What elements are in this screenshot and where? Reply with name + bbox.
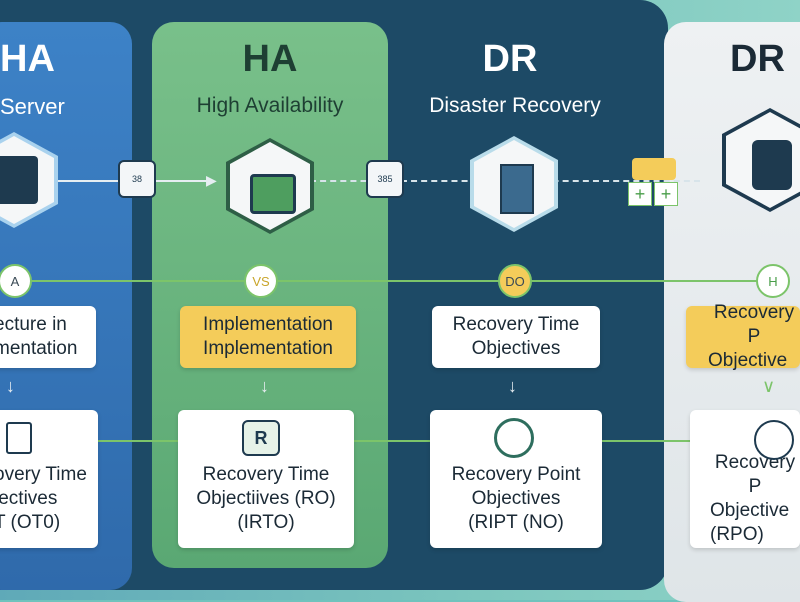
card-line: Objective [708, 350, 788, 371]
col1-top-card: ecture in mentation [0, 306, 96, 368]
col2-subtitle: High Availability [196, 94, 344, 117]
card-line: ecture in [0, 314, 67, 335]
card-line: T (OT0) [0, 512, 61, 533]
connector-label: 38 [131, 174, 142, 184]
folder-plus-icon: + + [628, 158, 680, 208]
col2-top-card: Implementation Implementation [180, 306, 356, 368]
step-circle-3: DO [498, 264, 532, 298]
card-line: Implementation [203, 314, 333, 335]
col3-bottom-card: Recovery Point Objectives (RIPT (NO) [430, 410, 602, 548]
card-line: Objective [710, 500, 790, 521]
card-line: Recovery Time [452, 314, 580, 335]
card-line: overy Time [0, 464, 87, 485]
building-icon [470, 136, 558, 232]
card-line: Objectives [471, 338, 561, 359]
card-line: Recovery P [714, 452, 796, 497]
card-line: jectives [0, 488, 58, 509]
bottom-connector-line [30, 440, 770, 442]
col4-title: DR [730, 38, 785, 80]
col1-subtitle: Server [0, 94, 65, 119]
card-line: Objectiives (RO) [196, 488, 336, 509]
card-line: Recovery Point [451, 464, 581, 485]
down-arrow-icon: ∨ [762, 376, 776, 396]
col3-subtitle: Disaster Recovery [429, 94, 601, 117]
switch-icon: 385 [366, 160, 404, 198]
clock-icon [494, 418, 534, 458]
card-line: (RIPT (NO) [468, 512, 564, 533]
col3-top-card: Recovery Time Objectives [432, 306, 600, 368]
middle-connector-line [30, 280, 770, 282]
down-arrow-icon: ↓ [508, 376, 517, 396]
card-line: Recovery Time [202, 464, 330, 485]
connector-label: 385 [377, 174, 393, 184]
step-circle-2: VS [244, 264, 278, 298]
document-icon [6, 422, 32, 454]
col4-top-card: Recovery P Objective [686, 302, 800, 371]
r-badge-icon: R [242, 420, 280, 456]
col1-title: HA [0, 38, 55, 80]
card-line: Recovery P [713, 302, 795, 347]
col2-title: HA [242, 38, 298, 80]
card-line: (IRTO) [237, 512, 295, 533]
down-arrow-icon: ↓ [260, 376, 269, 396]
router-icon: 38 [118, 160, 156, 198]
card-line: Objectives [471, 488, 561, 509]
team-icon [754, 420, 794, 460]
card-line: Implementation [203, 338, 333, 359]
card-line: (RPO) [710, 524, 764, 545]
arrow-right-icon: ▶ [206, 172, 217, 188]
card-line: mentation [0, 338, 78, 359]
step-circle-4: H [756, 264, 790, 298]
down-arrow-icon: ↓ [6, 376, 15, 396]
col3-title: DR [482, 38, 538, 80]
step-circle-1: A [0, 264, 32, 298]
